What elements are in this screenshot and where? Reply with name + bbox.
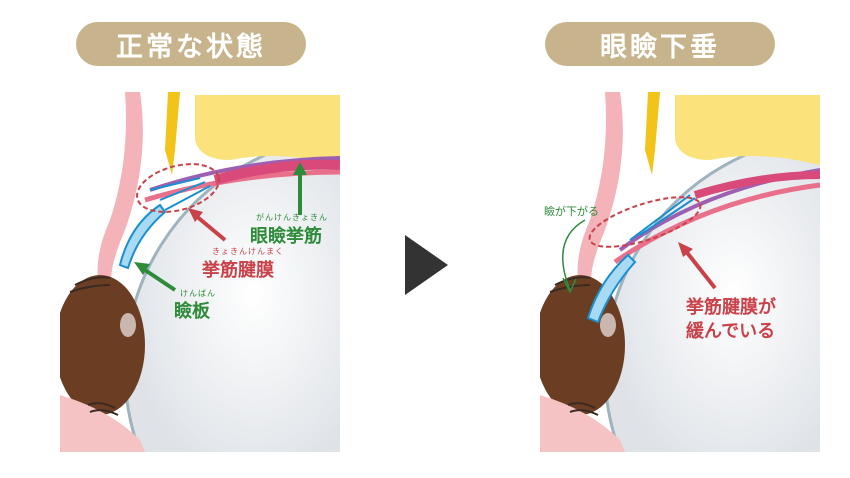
levator-muscle-ruby: がんけんきょきん xyxy=(256,213,328,222)
tarsal-plate-label: 瞼板 xyxy=(174,301,210,322)
play-arrow-icon xyxy=(405,235,448,295)
aponeurosis-loose-label-1: 挙筋腱膜が xyxy=(686,297,776,318)
title-ptosis: 眼瞼下垂 xyxy=(545,22,775,66)
ptosis-eyelid-illustration xyxy=(535,92,820,452)
levator-aponeurosis-label: 挙筋腱膜 xyxy=(202,260,274,281)
eyelid-drooping-label: 瞼が下がる xyxy=(544,205,599,218)
levator-aponeurosis-ruby: きょきんけんまく xyxy=(212,247,284,256)
title-normal: 正常な状態 xyxy=(76,22,306,66)
levator-muscle-label: 眼瞼挙筋 xyxy=(250,226,322,247)
tarsal-plate-ruby: けんばん xyxy=(180,289,216,298)
normal-eyelid-illustration xyxy=(55,92,340,452)
aponeurosis-loose-label-2: 緩んでいる xyxy=(686,321,776,342)
